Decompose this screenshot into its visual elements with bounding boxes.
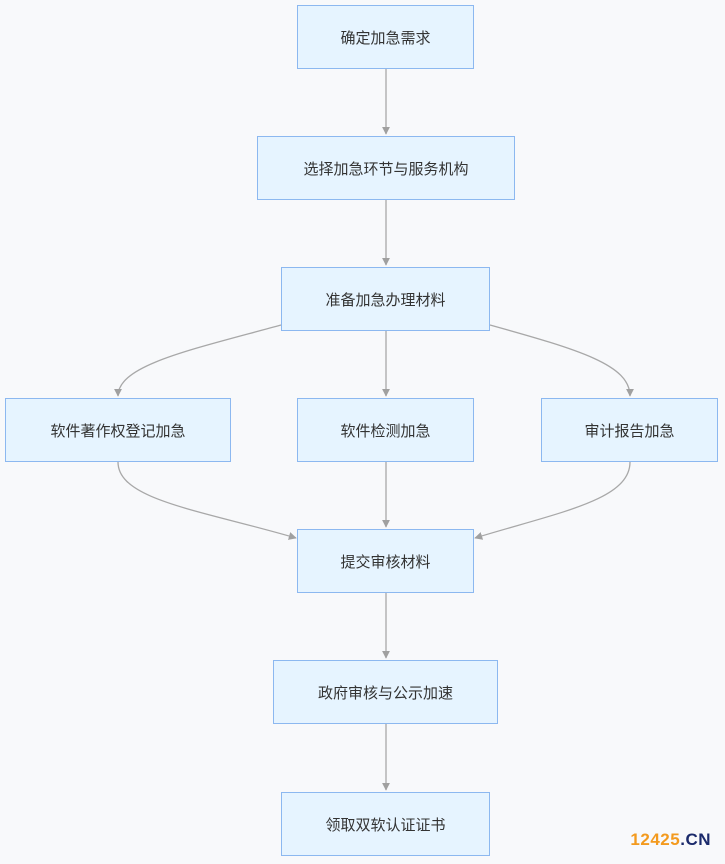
node-submit-review-materials: 提交审核材料 bbox=[297, 529, 474, 593]
edge-n3-n6 bbox=[489, 324, 634, 397]
node-software-testing-urgent: 软件检测加急 bbox=[297, 398, 474, 462]
node-prepare-materials: 准备加急办理材料 bbox=[281, 267, 490, 331]
node-confirm-urgent-need: 确定加急需求 bbox=[297, 5, 474, 69]
node-receive-certificate: 领取双软认证证书 bbox=[281, 792, 490, 856]
edge-n3-n4 bbox=[114, 324, 282, 397]
watermark-number: 12425 bbox=[630, 830, 681, 849]
watermark-domain: CN bbox=[685, 830, 711, 849]
node-government-review-accelerate: 政府审核与公示加速 bbox=[273, 660, 498, 724]
node-select-stage-and-agency: 选择加急环节与服务机构 bbox=[257, 136, 515, 200]
node-copyright-registration-urgent: 软件著作权登记加急 bbox=[5, 398, 231, 462]
node-audit-report-urgent: 审计报告加急 bbox=[541, 398, 718, 462]
watermark-dot: . bbox=[680, 830, 686, 849]
watermark-logo: 12425.CN bbox=[630, 830, 711, 850]
edge-n6-n7 bbox=[474, 461, 631, 540]
edge-n4-n7 bbox=[117, 461, 297, 540]
